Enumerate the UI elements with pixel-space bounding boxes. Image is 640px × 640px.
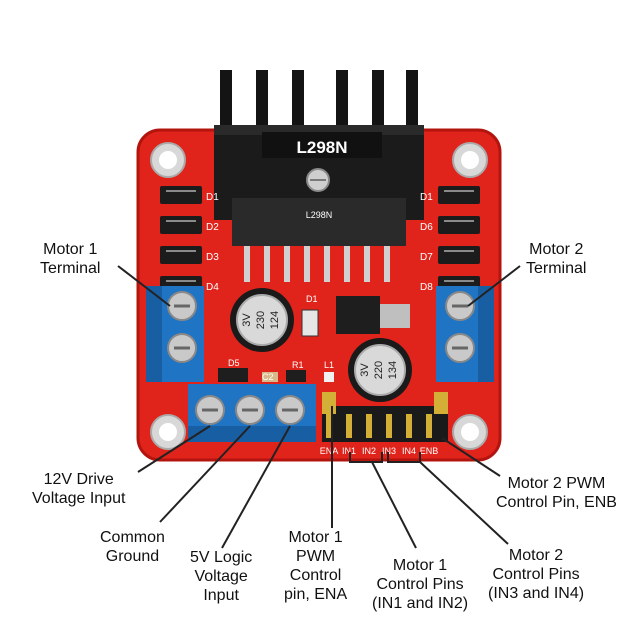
capacitor-right-line-2: 220	[373, 361, 385, 379]
diode-band	[444, 190, 474, 192]
diode-band	[166, 280, 196, 282]
leader-ground	[159, 425, 251, 523]
diode-band	[444, 250, 474, 252]
led-l1	[324, 372, 334, 382]
chip-leg	[384, 246, 390, 282]
header-pin-row	[326, 414, 432, 438]
motor2-terminal-block	[436, 286, 494, 382]
pin-label-in3: IN3	[382, 446, 396, 456]
header-pin	[346, 414, 352, 438]
chip-label: L298N	[296, 138, 347, 157]
mounting-hole-bottom-right	[452, 414, 488, 450]
silk-l1: L1	[324, 360, 334, 370]
diode-band	[444, 220, 474, 222]
pin-label-in1: IN1	[342, 446, 356, 456]
callout-motor1-terminal: Motor 1 Terminal	[40, 241, 101, 277]
chip-leg	[264, 246, 270, 282]
capacitor-left	[230, 288, 294, 352]
chip-leg	[364, 246, 370, 282]
diode-band	[166, 250, 196, 252]
leader-motor2	[467, 265, 521, 307]
silk-c2: C2	[262, 372, 274, 382]
chip-leg	[284, 246, 290, 282]
pin-label-enb: ENB	[420, 446, 439, 456]
leader-enb	[441, 437, 501, 477]
capacitor-left-line-2: 230	[255, 311, 267, 329]
power-terminal-block	[188, 384, 316, 442]
chip-leg	[304, 246, 310, 282]
leader-drive	[137, 425, 211, 473]
header-pin	[406, 414, 412, 438]
leader-logic	[221, 425, 291, 549]
capacitor-left-line-3: 124	[269, 311, 281, 329]
callout-drive-input: 12V Drive Voltage Input	[32, 471, 126, 507]
bracket-m1	[349, 452, 383, 463]
chip-legs	[244, 246, 390, 282]
silk-d1-center: D1	[306, 294, 318, 304]
silk-diode-right-label: D1	[420, 192, 433, 203]
heatsink-label-plate	[262, 132, 382, 158]
silk-r1: R1	[292, 360, 304, 370]
chip-sublabel: L298N	[306, 210, 333, 220]
callout-ena-pin: Motor 1 PWM Control pin, ENA	[284, 529, 348, 603]
silk-diode-left-label: D4	[206, 282, 219, 293]
header-pin	[426, 414, 432, 438]
silk-diode-right-label: D7	[420, 252, 433, 263]
silk-diode-right-label: D6	[420, 222, 433, 233]
capacitor-right-line-1: 3V	[359, 363, 371, 377]
diode-right	[438, 186, 480, 204]
chip-leg	[344, 246, 350, 282]
silk-diode-left-label: D3	[206, 252, 219, 263]
capacitor-right-line-3: 134	[387, 361, 399, 379]
callout-m2-control: Motor 2 Control Pins (IN3 and IN4)	[488, 547, 585, 602]
silk-diode-left-label: D1	[206, 192, 219, 203]
diode-left	[160, 246, 202, 264]
smd-component-center	[301, 309, 319, 337]
diode-band	[166, 220, 196, 222]
capacitor-right	[348, 338, 412, 402]
mounting-hole-top-right	[452, 142, 488, 178]
diode-left	[160, 186, 202, 204]
callout-logic-input: 5V Logic Voltage Input	[190, 549, 253, 604]
callout-motor2-terminal: Motor 2 Terminal	[526, 241, 587, 277]
pin-label-in4: IN4	[402, 446, 416, 456]
pin-label-ena: ENA	[320, 446, 339, 456]
smd-d5	[218, 368, 248, 382]
callout-enb-pin: Motor 2 PWM Control Pin, ENB	[496, 475, 617, 511]
diode-band	[444, 280, 474, 282]
callout-m1-control: Motor 1 Control Pins (IN1 and IN2)	[372, 557, 469, 612]
header-pin	[366, 414, 372, 438]
leader-lines	[117, 265, 521, 549]
header-pin	[326, 414, 332, 438]
diode-right	[438, 246, 480, 264]
diode-right	[438, 216, 480, 234]
l298n-chip: L298N	[232, 198, 406, 246]
diode-band	[166, 190, 196, 192]
motor1-terminal-block	[146, 286, 204, 382]
smd-r1	[286, 370, 306, 382]
voltage-regulator	[336, 296, 410, 334]
chip-leg	[324, 246, 330, 282]
mounting-hole-bottom-left	[150, 414, 186, 450]
silk-diode-left-label: D2	[206, 222, 219, 233]
leader-motor1	[117, 265, 171, 307]
chip-leg	[244, 246, 250, 282]
callout-common-ground: Common Ground	[100, 529, 165, 565]
leader-m1	[371, 461, 417, 549]
mounting-hole-top-left	[150, 142, 186, 178]
smd-c2	[262, 372, 278, 382]
bracket-m2	[387, 452, 421, 463]
pin-label-in2: IN2	[362, 446, 376, 456]
header-pin	[386, 414, 392, 438]
leader-m2	[419, 461, 509, 545]
diode-left	[160, 216, 202, 234]
capacitor-left-line-1: 3V	[241, 313, 253, 327]
silk-diode-right-label: D8	[420, 282, 433, 293]
silk-d5: D5	[228, 358, 240, 368]
